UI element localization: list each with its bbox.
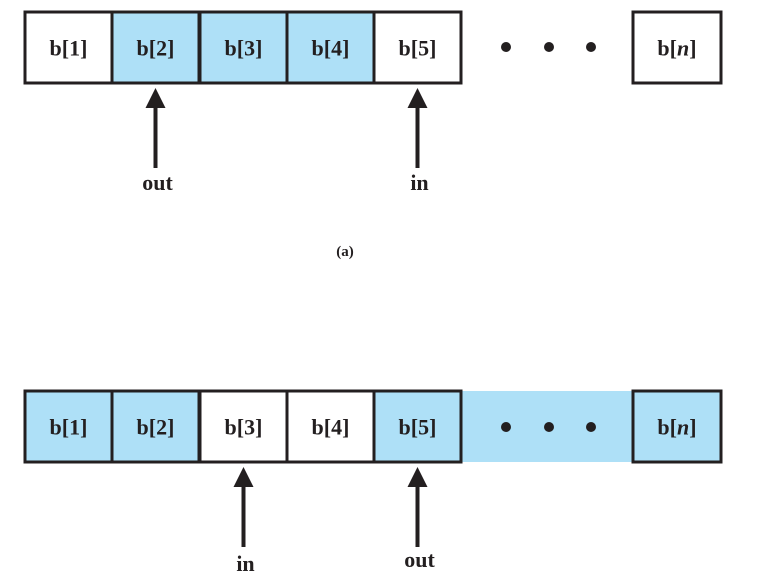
buffer-cell-label: b[5] <box>399 415 437 440</box>
ellipsis-dot <box>544 422 554 432</box>
buffer-cell-label: b[n] <box>657 415 696 440</box>
arrow-up-icon <box>233 467 254 487</box>
buffer-cell <box>110 10 201 85</box>
ellipsis-dot <box>586 42 596 52</box>
pointers-a: out in <box>142 88 429 195</box>
buffer-cell-label: b[3] <box>225 415 263 440</box>
buffer-cell-label: b[4] <box>312 36 350 61</box>
buffer-cell <box>285 389 376 464</box>
buffer-cell <box>372 389 463 464</box>
pointer-label-out: out <box>404 547 435 572</box>
buffer-row-a: b[1] b[2] b[3] b[4] b[5] b[n] <box>23 10 723 85</box>
ellipsis-dot <box>501 422 511 432</box>
arrow-up-icon <box>145 88 166 108</box>
buffer-cell-label: b[4] <box>312 415 350 440</box>
arrow-up-icon <box>407 467 428 487</box>
buffer-cell <box>23 389 114 464</box>
ellipsis-dot <box>544 42 554 52</box>
buffer-cell <box>198 10 289 85</box>
buffer-cell-label: b[1] <box>50 36 88 61</box>
ellipsis-dot <box>501 42 511 52</box>
diagram-a: b[1] b[2] b[3] b[4] b[5] b[n] out in (a) <box>23 10 723 260</box>
pointer-label-out: out <box>142 170 173 195</box>
buffer-cell-label: b[n] <box>657 36 696 61</box>
pointer-label-in: in <box>410 170 428 195</box>
pointers-b: in out <box>233 467 435 576</box>
buffer-cell-label: b[2] <box>137 36 175 61</box>
ellipsis-dot <box>586 422 596 432</box>
buffer-cell-label: b[1] <box>50 415 88 440</box>
buffer-cell <box>372 10 463 85</box>
caption-a: (a) <box>336 244 354 260</box>
pointer-label-in: in <box>236 551 254 576</box>
buffer-cell-label: b[5] <box>399 36 437 61</box>
diagram-b: b[1] b[2] b[3] b[4] b[5] b[n] in out <box>23 389 723 576</box>
buffer-row-b: b[1] b[2] b[3] b[4] b[5] b[n] <box>23 389 723 464</box>
buffer-cell-label: b[2] <box>137 415 175 440</box>
buffer-cell <box>198 389 289 464</box>
arrow-up-icon <box>407 88 428 108</box>
ellipsis-dots-a <box>501 42 596 52</box>
ellipsis-dots-b <box>501 422 596 432</box>
buffer-cell-label: b[3] <box>225 36 263 61</box>
buffer-cell <box>23 10 114 85</box>
buffer-cell <box>631 389 723 464</box>
buffer-cell <box>631 10 723 85</box>
